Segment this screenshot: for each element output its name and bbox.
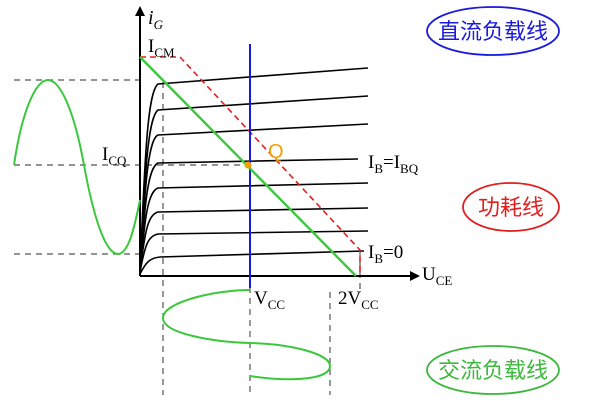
two-vcc-label: 2VCC [338, 288, 379, 312]
ib-zero-label: IB=0 [368, 242, 403, 266]
icq-label: ICQ [102, 144, 127, 168]
curve-6 [139, 207, 369, 273]
output-sine-wave [161, 289, 332, 381]
legend-ac-oval [426, 345, 560, 395]
characteristic-curves [139, 67, 369, 275]
legend-dc-oval [426, 6, 560, 56]
curve-5 [139, 182, 369, 273]
legend-dc-text: 直流负载线 [438, 20, 548, 45]
q-point-label: Q [268, 141, 284, 163]
legend-power-line: 功耗线 [462, 182, 560, 232]
legend-ac-load-line: 交流负载线 [426, 345, 560, 395]
icm-label: ICM [148, 36, 175, 60]
power-dissipation-line [140, 56, 361, 276]
curve-3 [139, 123, 369, 273]
y-axis-label: iG [148, 7, 164, 32]
curve-ib-zero [139, 250, 365, 275]
legend-power-oval [462, 182, 560, 232]
legend-power-text: 功耗线 [478, 196, 544, 221]
input-sine-wave [13, 78, 141, 256]
vcc-label: VCC [254, 288, 285, 312]
x-axis-label: UCE [422, 264, 452, 288]
curve-7 [139, 230, 369, 273]
ib-bq-label: IB=IBQ [368, 152, 419, 176]
q-point-marker [244, 161, 252, 169]
legend-dc-load-line: 直流负载线 [426, 6, 560, 56]
legend-ac-text: 交流负载线 [438, 359, 548, 384]
